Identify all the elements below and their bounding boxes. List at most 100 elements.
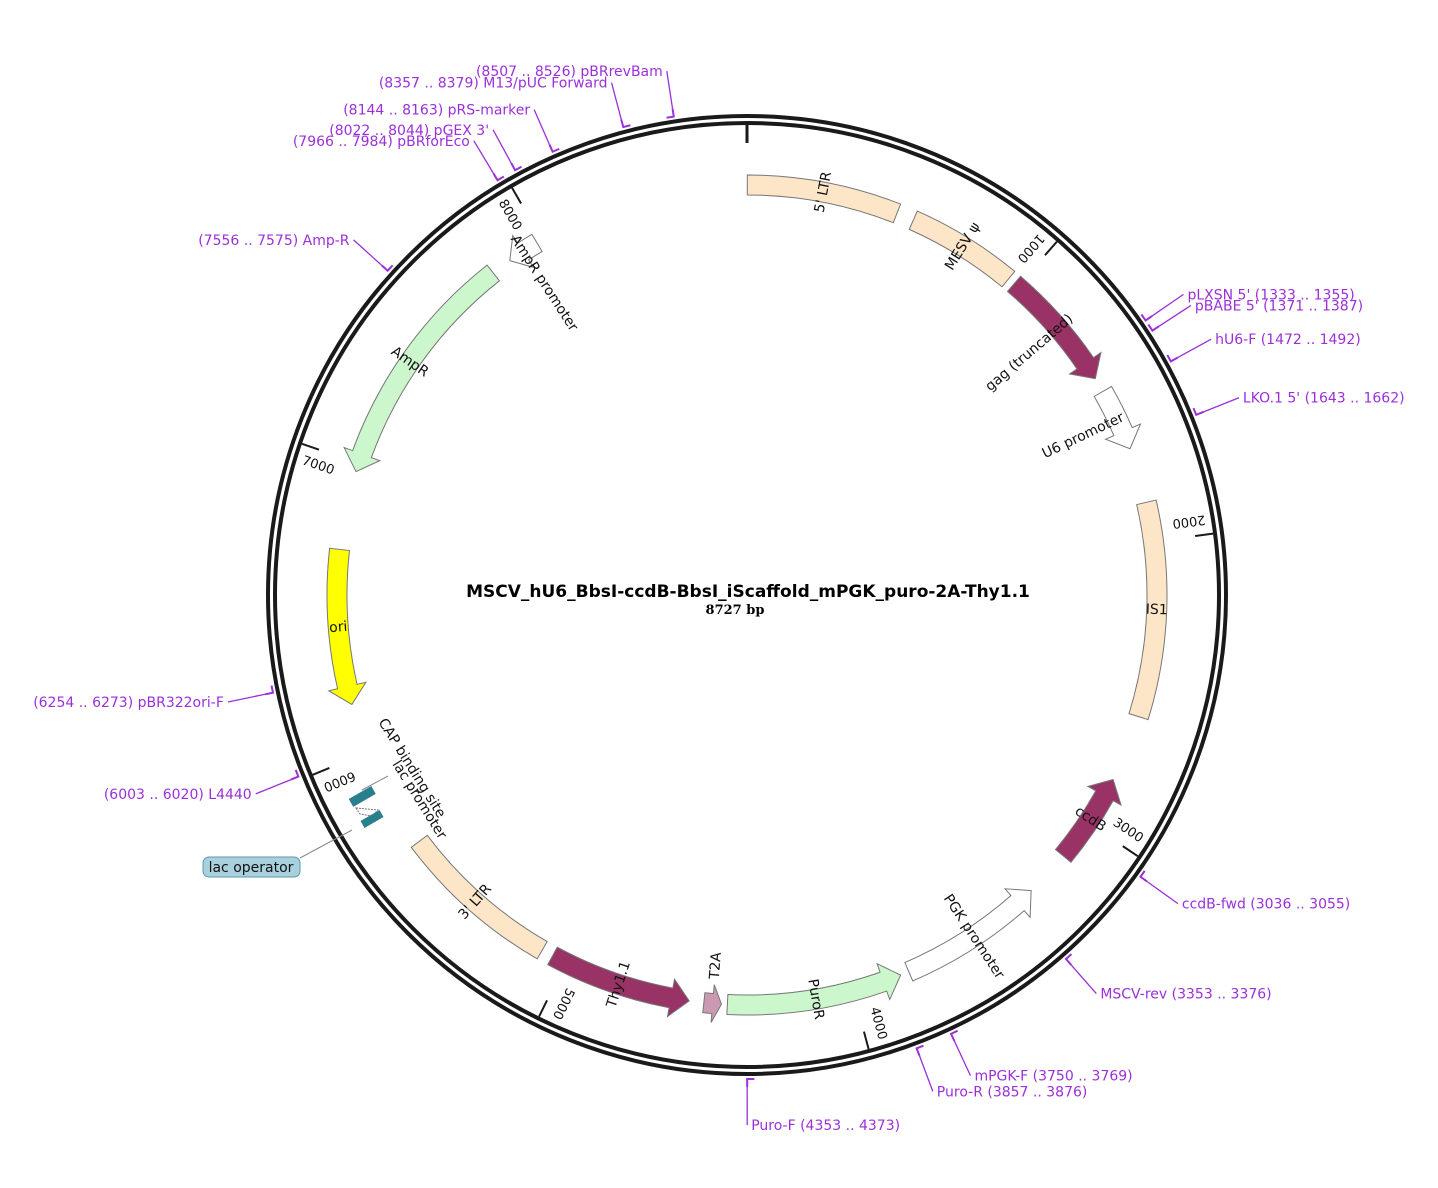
feature-shape-5-ltr[interactable] <box>746 174 902 224</box>
cap-binding-site-mark[interactable] <box>348 786 376 807</box>
primer-site-lko-1-5[interactable] <box>1192 407 1205 417</box>
cap-binding-site-label: CAP binding site <box>375 716 449 821</box>
primer-site-pbrforeco[interactable] <box>492 172 505 182</box>
primer-m13-puc-forward[interactable]: (8357 .. 8379) M13/pUC Forward <box>379 76 631 129</box>
primer-leader-prs-marker <box>533 109 551 145</box>
feature-shape-puror[interactable] <box>726 962 902 1016</box>
primer-label-prs-marker: (8144 .. 8163) pRS-marker <box>343 103 530 119</box>
primer-site-hu6-f[interactable] <box>1166 354 1179 363</box>
feature-5-ltr[interactable]: 5' LTR <box>746 170 902 224</box>
primer-pbrforeco[interactable]: (7966 .. 7984) pBRforEco <box>293 134 505 182</box>
primer-label-hu6-f: hU6-F (1472 .. 1492) <box>1215 332 1361 348</box>
feature-shape-ampr[interactable] <box>343 264 501 473</box>
feature-pgk-promoter[interactable]: PGK promoter <box>904 888 1032 982</box>
feature-label-gag-truncated: gag (truncated) <box>982 311 1076 395</box>
primer-puro-r[interactable]: Puro-R (3857 .. 3876) <box>915 1044 1088 1101</box>
primer-site-prs-marker[interactable] <box>548 144 560 154</box>
primer-mscv-rev[interactable]: MSCV-rev (3353 .. 3376) <box>1064 953 1272 1003</box>
primer-lko-1-5[interactable]: LKO.1 5' (1643 .. 1662) <box>1192 391 1405 417</box>
feature-label-5-ltr: 5' LTR <box>812 170 835 214</box>
feature-ccdb[interactable]: ccdB <box>1054 778 1122 864</box>
plasmid-name: MSCV_hU6_BbsI-ccdB-BbsI_iScaffold_mPGK_p… <box>466 582 1030 602</box>
primer-amp-r[interactable]: (7556 .. 7575) Amp-R <box>198 233 394 273</box>
primer-leader-pbrrevbam <box>666 71 674 109</box>
primer-leader-mscv-rev <box>1070 964 1097 995</box>
primer-site-mpgk-f[interactable] <box>949 1029 959 1042</box>
feature-shape-thy1-1[interactable] <box>547 946 690 1018</box>
feature-shape-ccdb[interactable] <box>1054 778 1122 864</box>
primer-site-mscv-rev[interactable] <box>1064 953 1073 966</box>
primer-label-pgex-3: (8022 .. 8044) pGEX 3' <box>329 123 489 139</box>
feature-shape-u6-promoter[interactable] <box>1093 385 1142 450</box>
lac-promoter-mark[interactable] <box>360 810 384 828</box>
feature-shape-gag-truncated[interactable] <box>1006 275 1102 380</box>
primer-site-pbrrevbam[interactable] <box>666 108 675 119</box>
primer-site-puro-f[interactable] <box>746 1077 755 1088</box>
primer-label-lko-1-5: LKO.1 5' (1643 .. 1662) <box>1243 391 1405 407</box>
primer-mpgk-f[interactable]: mPGK-F (3750 .. 3769) <box>949 1029 1133 1085</box>
primer-leader-amp-r <box>353 239 383 266</box>
feature-label-is1: IS1 <box>1145 602 1168 619</box>
primer-leader-m13-puc-forward <box>610 82 622 120</box>
primer-pbrrevbam[interactable]: (8507 .. 8526) pBRrevBam <box>476 64 675 119</box>
feature-shape-pgk-promoter[interactable] <box>904 888 1032 982</box>
primer-leader-puro-r <box>918 1055 934 1092</box>
feature-shape-ampr-promoter[interactable] <box>509 233 543 269</box>
primer-label-pbrrevbam: (8507 .. 8526) pBRrevBam <box>476 64 663 80</box>
primer-pbabe-5[interactable]: pBABE 5' (1371 .. 1387) <box>1147 298 1363 332</box>
primer-plxsn-5[interactable]: pLXSN 5' (1333 .. 1355) <box>1140 287 1355 322</box>
primer-l4440[interactable]: (6003 .. 6020) L4440 <box>104 769 300 803</box>
primer-puro-f[interactable]: Puro-F (4353 .. 4373) <box>746 1077 900 1134</box>
feature-shape-mesv[interactable] <box>908 210 1016 288</box>
primer-label-m13-puc-forward: (8357 .. 8379) M13/pUC Forward <box>379 76 608 92</box>
feature-label-ori: ori <box>329 619 348 636</box>
feature-puror[interactable]: PuroR <box>726 962 902 1021</box>
primer-label-puro-f: Puro-F (4353 .. 4373) <box>751 1118 900 1134</box>
feature-3-ltr[interactable]: 3' LTR <box>410 834 548 960</box>
primer-site-pgex-3[interactable] <box>510 162 522 172</box>
tick-label-5000: 5000 <box>549 985 577 1021</box>
feature-t2a[interactable]: T2A <box>702 951 725 1023</box>
lac-operator-label: lac operator <box>209 860 294 876</box>
feature-shape-is1[interactable] <box>1128 499 1168 721</box>
primer-site-amp-r[interactable] <box>381 264 394 273</box>
tick-mark-6000 <box>312 766 330 776</box>
primer-leader-hu6-f <box>1177 338 1212 359</box>
primer-prs-marker[interactable]: (8144 .. 8163) pRS-marker <box>343 103 560 154</box>
primer-pbr322ori-f[interactable]: (6254 .. 6273) pBR322ori-F <box>33 685 275 711</box>
primer-hu6-f[interactable]: hU6-F (1472 .. 1492) <box>1166 332 1361 363</box>
primer-site-pbabe-5[interactable] <box>1147 323 1160 332</box>
feature-gag-truncated[interactable]: gag (truncated) <box>982 275 1102 395</box>
primer-site-pbr322ori-f[interactable] <box>264 685 275 696</box>
primer-label-plxsn-5: pLXSN 5' (1333 .. 1355) <box>1187 287 1354 303</box>
feature-shape-3-ltr[interactable] <box>410 834 548 960</box>
feature-u6-promoter[interactable]: U6 promoter <box>1040 385 1142 462</box>
tick-label-7000: 7000 <box>300 453 336 478</box>
primer-site-puro-r[interactable] <box>915 1044 924 1057</box>
primer-site-l4440[interactable] <box>290 769 300 781</box>
primer-leader-l4440 <box>255 779 292 795</box>
backbone-inner-ring <box>273 121 1221 1069</box>
tick-mark-5000 <box>538 999 548 1017</box>
feature-ampr-promoter[interactable]: AmpR promoter <box>507 232 581 334</box>
primer-site-plxsn-5[interactable] <box>1140 313 1153 322</box>
lac-operator-badge[interactable] <box>202 856 301 878</box>
feature-ori[interactable]: ori <box>326 547 367 706</box>
feature-shape-ori[interactable] <box>326 547 367 706</box>
cap-leader <box>361 775 389 791</box>
primer-label-ccdb-fwd: ccdB-fwd (3036 .. 3055) <box>1182 897 1350 913</box>
feature-mesv[interactable]: MESV ψ <box>908 210 1016 288</box>
primer-leader-plxsn-5 <box>1151 293 1184 317</box>
feature-ampr[interactable]: AmpR <box>343 264 501 473</box>
feature-shape-t2a[interactable] <box>702 984 723 1023</box>
primer-site-m13-puc-forward[interactable] <box>620 119 631 129</box>
tick-label-4000: 4000 <box>866 1006 889 1042</box>
primer-leader-mpgk-f <box>953 1040 972 1076</box>
feature-is1[interactable]: IS1 <box>1128 499 1168 721</box>
primer-ccdb-fwd[interactable]: ccdB-fwd (3036 .. 3055) <box>1139 870 1350 913</box>
primer-pgex-3[interactable]: (8022 .. 8044) pGEX 3' <box>329 123 522 172</box>
primer-label-pbabe-5: pBABE 5' (1371 .. 1387) <box>1195 298 1363 314</box>
primer-site-ccdb-fwd[interactable] <box>1139 870 1148 883</box>
tick-mark-4000 <box>862 1031 870 1050</box>
